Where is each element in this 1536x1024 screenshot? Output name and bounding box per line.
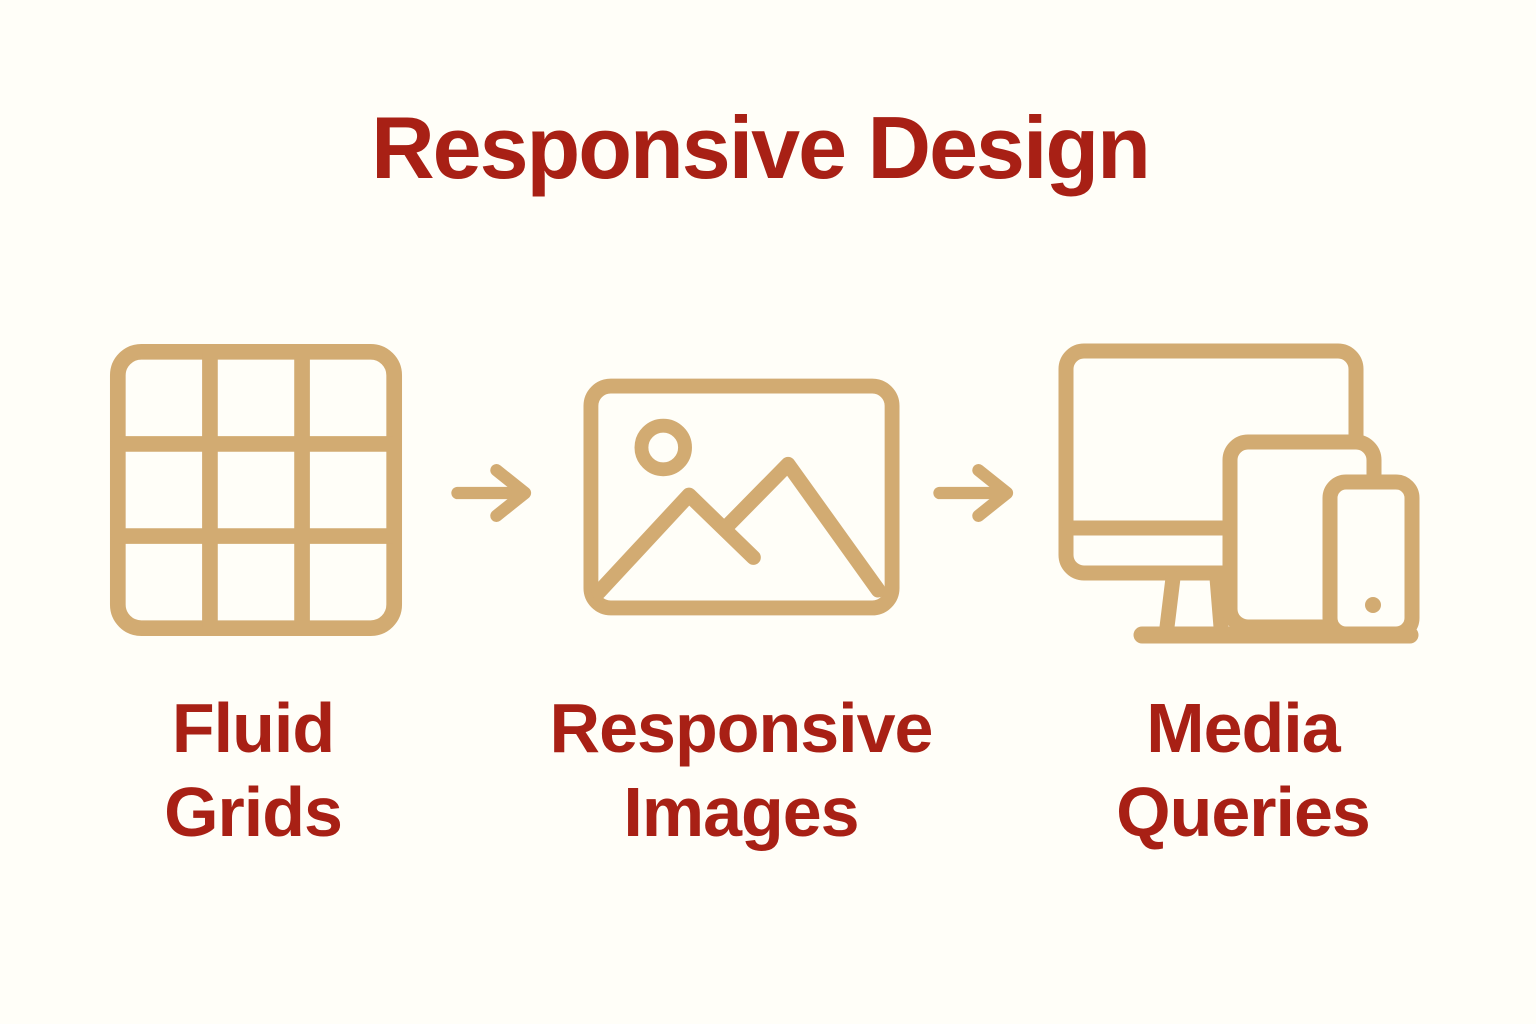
label-fluid-grids: Fluid Grids: [164, 689, 343, 851]
image-icon: [583, 378, 900, 616]
arrow-right-icon: [448, 458, 543, 528]
label-media-queries: Media Queries: [1116, 689, 1371, 851]
devices-icon: [1058, 343, 1423, 653]
grid-icon: [109, 341, 403, 639]
arrow-right-icon: [930, 458, 1025, 528]
label-responsive-images: Responsive Images: [549, 689, 934, 851]
page-title: Responsive Design: [371, 98, 1151, 197]
